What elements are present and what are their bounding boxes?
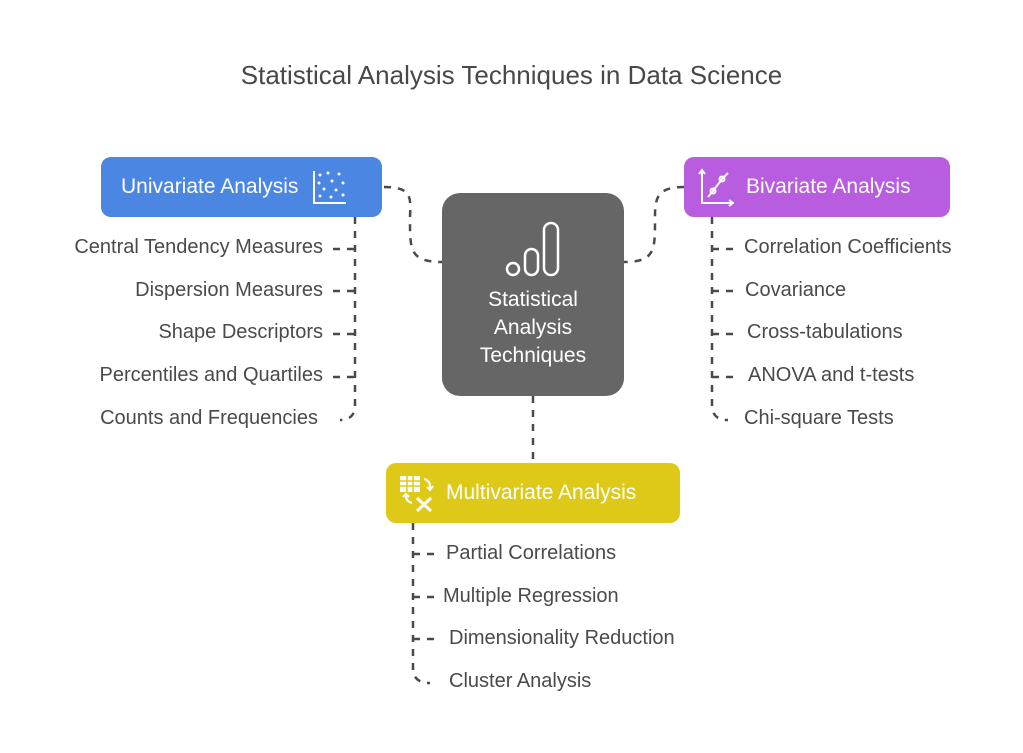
- center-label-line: Analysis: [493, 316, 573, 339]
- univariate-node[interactable]: Univariate Analysis: [101, 157, 382, 217]
- bivariate-label: Bivariate Analysis: [746, 175, 911, 198]
- multivariate-item: Multiple Regression: [443, 585, 619, 607]
- univariate-item: Counts and Frequencies: [100, 407, 318, 429]
- bivariate-item: Correlation Coefficients: [744, 236, 952, 258]
- multivariate-item: Cluster Analysis: [449, 670, 592, 692]
- univariate-item: Shape Descriptors: [158, 321, 323, 343]
- bivariate-item: Cross-tabulations: [747, 321, 903, 343]
- connector-bivariate: [623, 185, 685, 264]
- multivariate-node[interactable]: Multivariate Analysis: [386, 463, 680, 523]
- center-label: Statistical Analysis Techniques: [442, 286, 624, 370]
- center-label-line: Techniques: [479, 344, 587, 367]
- table-transform-icon: [398, 473, 438, 513]
- univariate-item: Dispersion Measures: [135, 279, 323, 301]
- univariate-item: Percentiles and Quartiles: [99, 364, 323, 386]
- center-node[interactable]: Statistical Analysis Techniques: [442, 193, 624, 396]
- univariate-item: Central Tendency Measures: [74, 236, 323, 258]
- connector-univariate: [383, 185, 443, 264]
- univariate-label: Univariate Analysis: [121, 175, 299, 198]
- multivariate-item: Dimensionality Reduction: [449, 627, 675, 649]
- diagram-title: Statistical Analysis Techniques in Data …: [240, 60, 783, 90]
- center-label-line: Statistical: [488, 288, 578, 311]
- bivariate-trunk: [710, 217, 729, 422]
- bivariate-item: ANOVA and t-tests: [748, 364, 915, 386]
- bivariate-item: Covariance: [745, 279, 847, 301]
- line-graph-icon: [698, 167, 734, 207]
- bivariate-item: Chi-square Tests: [744, 407, 894, 429]
- bar-chart-icon: [504, 221, 562, 284]
- multivariate-item: Partial Correlations: [446, 542, 617, 564]
- bivariate-node[interactable]: Bivariate Analysis: [684, 157, 950, 217]
- multivariate-trunk: [411, 523, 431, 685]
- scatter-plot-icon: [312, 169, 348, 205]
- multivariate-label: Multivariate Analysis: [446, 481, 637, 504]
- univariate-trunk: [339, 217, 357, 422]
